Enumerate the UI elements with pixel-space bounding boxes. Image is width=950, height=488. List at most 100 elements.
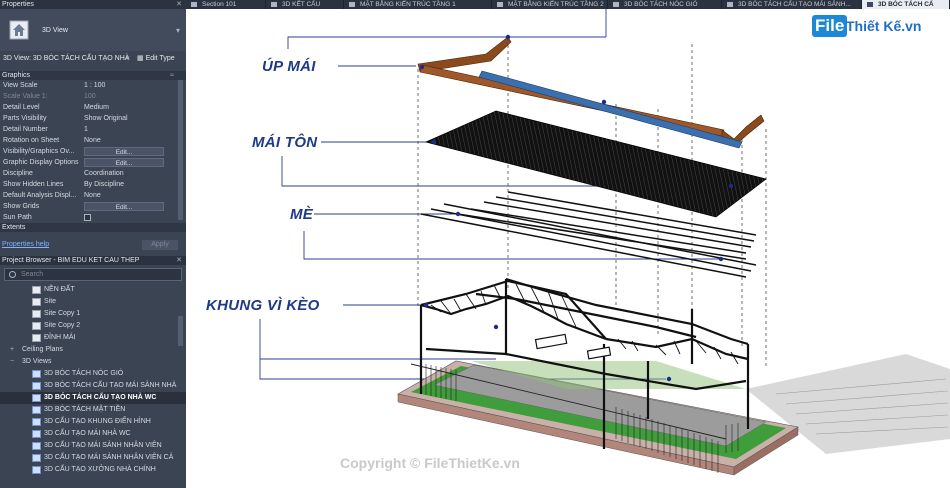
close-icon[interactable]: ✕ [176, 1, 182, 8]
signboard [586, 346, 612, 360]
tree-item[interactable]: 3D CẤU TẠO KHUNG ĐIỂN HÌNH [0, 416, 186, 428]
tree-item[interactable]: ĐỈNH MÁI [0, 332, 186, 344]
property-row[interactable]: Rotation on Sheet None [0, 135, 186, 146]
view-tab[interactable]: MẶT BẰNG KIẾN TRÚC TẦNG 2 [492, 0, 608, 9]
property-value[interactable]: 100 [84, 93, 96, 100]
property-row[interactable]: Graphic Display Options Edit... [0, 157, 186, 168]
tree-item-label: 3D BÓC TÁCH CẤU TẠO MÁI SẢNH NHÀ [44, 382, 177, 389]
view-instance-selector[interactable]: 3D View: 3D BÓC TÁCH CẤU TẠO NHÀ ▾ ▦ Edi… [0, 52, 186, 66]
properties-help-link[interactable]: Properties help [2, 241, 50, 248]
3d-view-icon [32, 442, 41, 450]
expand-icon[interactable]: + [10, 346, 15, 353]
type-selector[interactable]: 3D View ▾ [0, 9, 186, 51]
tree-item[interactable]: Site [0, 296, 186, 308]
tree-item[interactable]: NỀN ĐẤT [0, 284, 186, 296]
view-tab-icon [497, 2, 503, 7]
chevron-down-icon[interactable]: ▾ [126, 55, 130, 62]
project-browser-title-bar: Project Browser - BIM EDU KET CAU THEP ✕ [0, 256, 186, 265]
search-input[interactable]: Search [4, 268, 182, 281]
tree-item[interactable]: Site Copy 1 [0, 308, 186, 320]
view-tab[interactable]: 3D KẾT CẤU [266, 0, 344, 9]
3d-viewport[interactable]: ÚP MÁI MÁI TÔN MÈ KHUNG VÌ KÈO File Thiế… [186, 9, 950, 488]
property-value[interactable]: By Discipline [84, 181, 125, 188]
edit-button[interactable]: Edit... [84, 158, 164, 167]
edit-button[interactable]: Edit... [84, 202, 164, 211]
property-row[interactable]: Sun Path [0, 212, 186, 223]
tree-item-label: ĐỈNH MÁI [44, 334, 76, 341]
tree-item[interactable]: Site Copy 2 [0, 320, 186, 332]
property-row[interactable]: Default Analysis Displ...None [0, 190, 186, 201]
view-tab[interactable]: Section 101 [186, 0, 266, 9]
project-browser: Project Browser - BIM EDU KET CAU THEP ✕… [0, 256, 186, 488]
roof-purlins [420, 191, 757, 278]
tree-item[interactable]: 3D CẤU TẠO XƯỞNG NHÀ CHÍNH [0, 464, 186, 476]
property-row[interactable]: Scale Value 1:100 [0, 91, 186, 102]
tree-item[interactable]: 3D CẤU TẠO MÁI SẢNH NHÂN VIÊN CẢ [0, 452, 186, 464]
steel-truss-frame [419, 277, 750, 449]
tree-item[interactable]: 3D BÓC TÁCH MẶT TIỀN [0, 404, 186, 416]
house-icon [9, 20, 29, 40]
browser-scrollbar[interactable] [178, 316, 183, 346]
tree-item[interactable]: 3D CẤU TẠO MÁI NHÀ WC [0, 428, 186, 440]
signboard [534, 333, 568, 350]
close-icon[interactable]: ✕ [176, 257, 182, 264]
property-value[interactable]: Coordination [84, 170, 124, 177]
tree-item-label: 3D CẤU TẠO MÁI NHÀ WC [44, 430, 131, 437]
property-value[interactable]: 1 : 100 [84, 82, 106, 89]
railing [410, 363, 739, 473]
view-tab-icon [867, 2, 873, 7]
section-graphics-label: Graphics [2, 72, 31, 79]
property-value[interactable]: 1 [84, 126, 88, 133]
property-value[interactable]: None [84, 137, 101, 144]
section-graphics[interactable]: Graphics ≈ [0, 71, 186, 80]
tree-item[interactable]: 3D BÓC TÁCH NÓC GIÓ [0, 368, 186, 380]
exploded-roof-model [259, 9, 950, 476]
floor-slab [397, 360, 799, 476]
property-value[interactable]: Show Original [84, 115, 128, 122]
tree-item[interactable]: 3D BÓC TÁCH CẤU TẠO MÁI SẢNH NHÀ [0, 380, 186, 392]
view-tab[interactable]: 3D BÓC TÁCH CẤU TẠO MÁI SẢNH... [722, 0, 862, 9]
property-value[interactable]: None [84, 192, 101, 199]
sun-path-checkbox[interactable] [84, 214, 91, 221]
property-key: Graphic Display Options [3, 159, 79, 166]
plan-view-icon [32, 286, 41, 294]
view-tab[interactable]: 3D BÓC TÁCH NÓC GIÓ [608, 0, 722, 9]
plan-view-icon [32, 298, 41, 306]
view-tab[interactable]: 3D BÓC TÁCH CẤ [862, 0, 950, 9]
view-tab-label: 3D BÓC TÁCH CẤU TẠO MÁI SẢNH... [738, 1, 851, 8]
edit-type-button[interactable]: ▦ Edit Type [137, 55, 175, 62]
search-placeholder: Search [21, 271, 44, 278]
property-key: Rotation on Sheet [3, 137, 60, 144]
tree-item[interactable]: 3D BÓC TÁCH CẤU TẠO NHÀ WC [0, 392, 186, 404]
section-extents[interactable]: Extents [0, 223, 186, 232]
property-row[interactable]: Visibility/Graphics Ov...Edit... [0, 146, 186, 157]
edit-button[interactable]: Edit... [84, 147, 164, 156]
tree-item-label: 3D BÓC TÁCH MẶT TIỀN [44, 406, 126, 413]
property-value[interactable]: Medium [84, 104, 109, 111]
view-tab-label: 3D KẾT CẤU [282, 1, 321, 8]
tree-group[interactable]: −3D Views [0, 356, 186, 368]
marker-dot [493, 324, 499, 330]
apply-button[interactable]: Apply [142, 240, 178, 250]
logo-text: Thiết Kế.vn [846, 18, 922, 34]
properties-footer: Properties help Apply [0, 238, 186, 252]
view-tab-icon [613, 2, 619, 7]
tree-group[interactable]: +Ceiling Plans [0, 344, 186, 356]
tree-item[interactable]: 3D CẤU TẠO MÁI SẢNH NHÂN VIÊN [0, 440, 186, 452]
view-tab[interactable]: MẶT BẰNG KIẾN TRÚC TẦNG 1 [344, 0, 492, 9]
view-tab-label: Section 101 [202, 1, 237, 8]
chevron-down-icon[interactable]: ▾ [175, 26, 180, 35]
collapse-icon[interactable]: − [10, 358, 15, 365]
collapse-icon[interactable]: ≈ [170, 72, 174, 79]
properties-scrollbar[interactable] [178, 80, 183, 220]
property-key: Sun Path [3, 214, 32, 221]
3d-view-icon [32, 418, 41, 426]
